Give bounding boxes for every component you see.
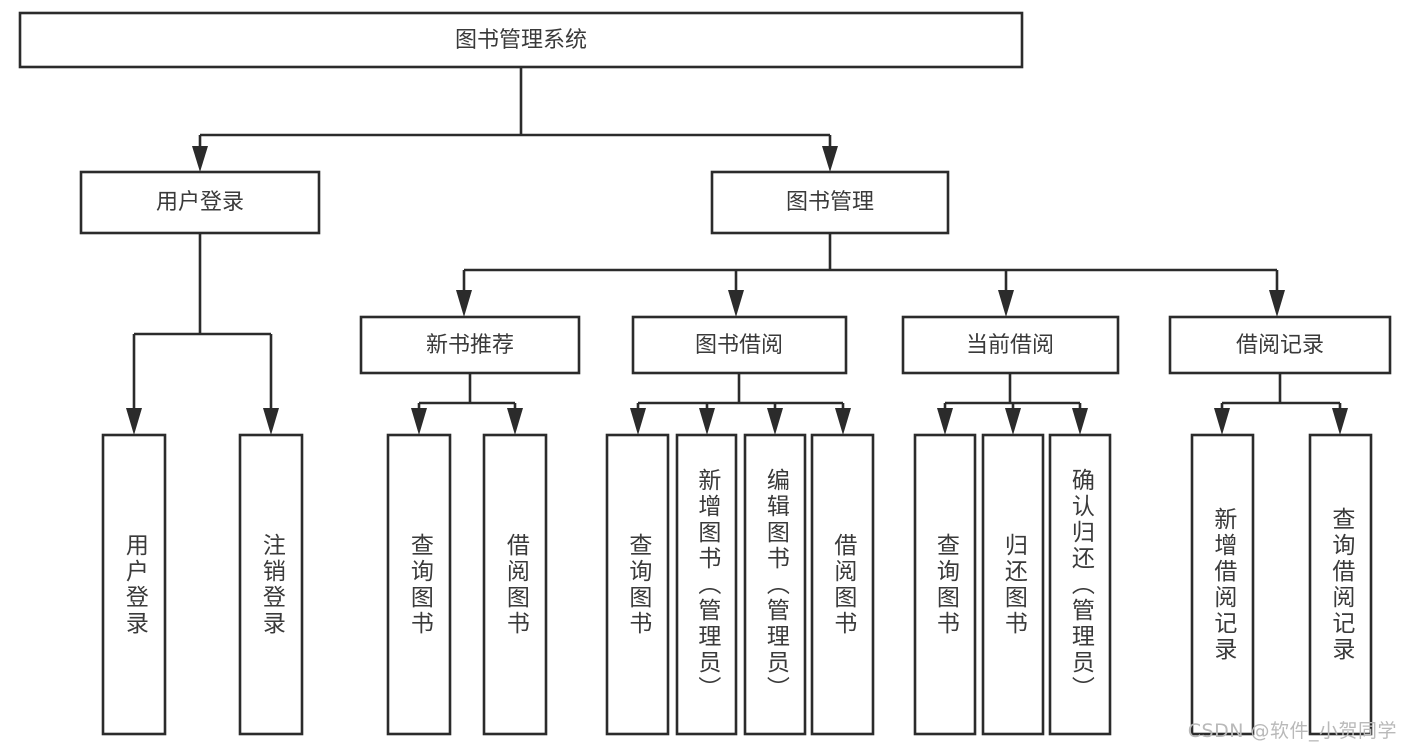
node-new-book-recommend[interactable]: 新书推荐 <box>359 315 581 375</box>
arrow-icon <box>699 408 715 435</box>
arrow-icon <box>822 146 838 172</box>
arrow-icon <box>1005 408 1021 435</box>
node-current-borrow[interactable]: 当前借阅 <box>901 315 1120 375</box>
node-leaf-user-login-box[interactable] <box>101 433 167 736</box>
arrow-icon <box>835 408 851 435</box>
arrow-icon <box>456 290 472 317</box>
arrow-icon <box>767 408 783 435</box>
node-current-borrow-label: 当前借阅 <box>966 333 1054 358</box>
node-leaf-confirm-return-admin-box[interactable] <box>1048 433 1112 736</box>
node-borrow-record-box[interactable] <box>1168 315 1392 375</box>
node-leaf-borrow-book-2-box[interactable] <box>810 433 875 736</box>
node-new-book-recommend-box[interactable] <box>359 315 581 375</box>
node-leaf-add-borrow-record-box[interactable] <box>1190 433 1255 736</box>
node-borrow-record-label: 借阅记录 <box>1236 333 1324 358</box>
node-root[interactable]: 图书管理系统 <box>18 11 1024 69</box>
arrow-icon <box>507 408 523 435</box>
node-borrow-record[interactable]: 借阅记录 <box>1168 315 1392 375</box>
node-book-borrow[interactable]: 图书借阅 <box>631 315 848 375</box>
node-leaf-query-borrow-record-box[interactable] <box>1308 433 1373 736</box>
node-user-login[interactable]: 用户登录 <box>79 170 321 235</box>
arrow-icon <box>263 408 279 435</box>
arrow-icon <box>937 408 953 435</box>
node-leaf-edit-book-admin-box[interactable] <box>743 433 807 736</box>
connector-current-borrow-to-leaves <box>937 373 1088 435</box>
node-user-login-label: 用户登录 <box>156 190 244 215</box>
node-leaf-borrow-book-1-box[interactable] <box>482 433 548 736</box>
node-current-borrow-box[interactable] <box>901 315 1120 375</box>
connector-borrow-record-to-leaves <box>1214 373 1348 435</box>
connector-book-manage-to-level2 <box>456 233 1285 317</box>
arrow-icon <box>1072 408 1088 435</box>
node-leaf-query-book-2-box[interactable] <box>605 433 670 736</box>
node-book-borrow-box[interactable] <box>631 315 848 375</box>
arrow-icon <box>126 408 142 435</box>
connector-book-borrow-to-leaves <box>630 373 851 435</box>
node-leaf-add-book-admin-box[interactable] <box>675 433 738 736</box>
arrow-icon <box>630 408 646 435</box>
node-leaf-query-book-3-box[interactable] <box>913 433 977 736</box>
node-book-manage[interactable]: 图书管理 <box>710 170 950 235</box>
arrow-icon <box>728 290 744 317</box>
node-book-manage-label: 图书管理 <box>786 190 874 215</box>
node-user-login-box[interactable] <box>79 170 321 235</box>
node-book-manage-box[interactable] <box>710 170 950 235</box>
node-leaf-logout-login-box[interactable] <box>238 433 304 736</box>
arrow-icon <box>192 146 208 172</box>
node-leaf-query-book-1-box[interactable] <box>386 433 452 736</box>
arrow-icon <box>1214 408 1230 435</box>
node-root-box[interactable] <box>18 11 1024 69</box>
arrow-icon <box>1332 408 1348 435</box>
connector-root-to-level1 <box>192 67 838 172</box>
node-leaf-return-book-box[interactable] <box>981 433 1045 736</box>
arrow-icon <box>411 408 427 435</box>
node-root-label: 图书管理系统 <box>455 28 587 53</box>
arrow-icon <box>998 290 1014 317</box>
node-new-book-recommend-label: 新书推荐 <box>426 333 514 358</box>
watermark-text: CSDN @软件_小贺同学 <box>1187 720 1397 742</box>
connector-user-login-to-leaves <box>126 233 279 435</box>
node-book-borrow-label: 图书借阅 <box>695 333 783 358</box>
connector-new-book-recommend-to-leaves <box>411 373 523 435</box>
arrow-icon <box>1269 290 1285 317</box>
